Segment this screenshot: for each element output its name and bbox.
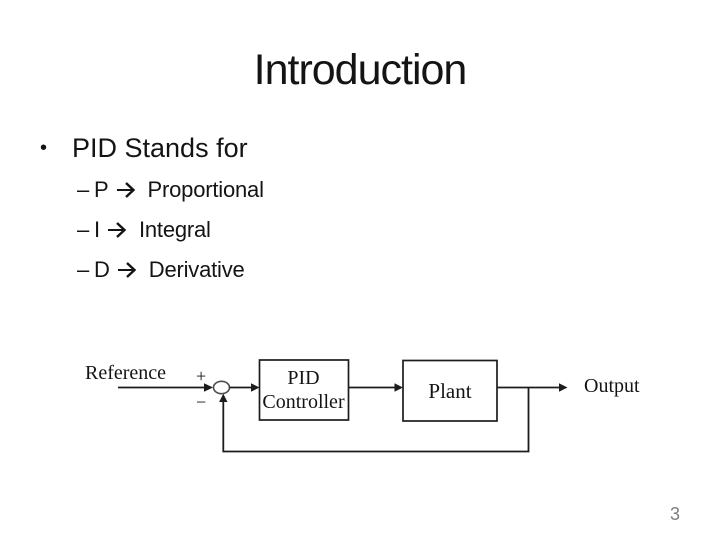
sub-bullet-list: – P Proportional – I Integral – D De: [77, 170, 264, 290]
plus-sign-label: +: [196, 366, 207, 386]
term-text-derivative: Derivative: [148, 257, 245, 282]
sub-bullet-item-i: – I Integral: [77, 210, 264, 250]
arrowhead-up-icon: [219, 393, 228, 402]
arrowhead-right-icon: [204, 383, 213, 392]
sub-bullet-item-d: – D Derivative: [77, 250, 264, 290]
summing-junction-circle: [212, 380, 231, 395]
right-arrow-icon: [107, 222, 127, 238]
right-arrow-icon: [116, 182, 135, 198]
minus-sign-label: −: [196, 392, 207, 412]
feedback-path: [222, 387, 530, 453]
sub-bullet-item-p: – P Proportional: [77, 170, 264, 210]
term-text-proportional: Proportional: [147, 177, 264, 202]
output-label: Output: [584, 375, 640, 397]
dash-marker: –: [77, 217, 90, 242]
right-arrow-icon: [117, 262, 137, 278]
term-letter-i: I: [94, 217, 100, 242]
pid-controller-label-line2: Controller: [262, 391, 345, 413]
bullet-item-heading: • PID Stands for: [40, 131, 248, 165]
arrowhead-right-icon: [394, 383, 403, 392]
plant-label-text: Plant: [428, 378, 472, 403]
dash-marker: –: [77, 177, 90, 202]
term-text-integral: Integral: [138, 217, 211, 242]
bullet-marker: •: [40, 137, 48, 159]
reference-label: Reference: [85, 362, 167, 384]
slide-title: Introduction: [253, 46, 468, 94]
arrowhead-right-icon: [559, 383, 568, 392]
pid-controller-label: PID Controller: [259, 360, 348, 420]
plant-box: [402, 359, 498, 422]
page-number: 3: [670, 504, 681, 524]
term-letter-p: P: [94, 177, 109, 202]
plant-label: Plant: [403, 360, 497, 421]
pid-controller-label-line1: PID: [287, 367, 320, 389]
arrowhead-right-icon: [251, 383, 260, 392]
bullet-heading-text: PID Stands for: [72, 133, 248, 163]
term-letter-d: D: [94, 257, 110, 282]
dash-marker: –: [77, 257, 90, 282]
pid-controller-box: [258, 359, 350, 421]
